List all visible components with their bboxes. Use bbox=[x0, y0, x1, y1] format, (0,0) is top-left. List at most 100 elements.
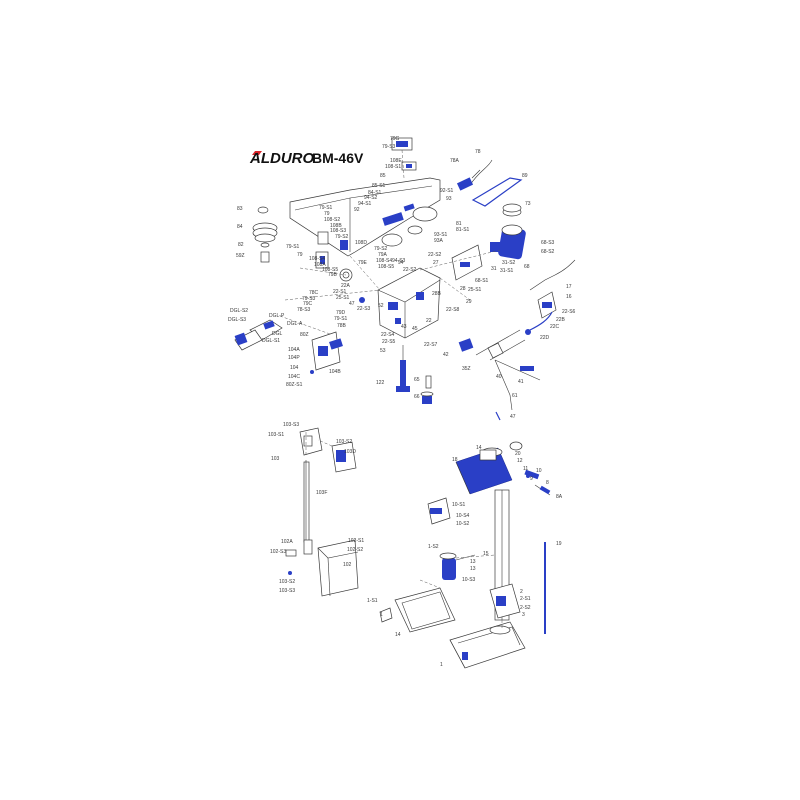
label-47-b: 47 bbox=[510, 414, 516, 420]
label-22s3: 22-S3 bbox=[357, 306, 371, 312]
motor-bracket bbox=[451, 244, 483, 281]
label-108d: 108D bbox=[355, 240, 367, 246]
label-31s2: 31-S2 bbox=[502, 260, 516, 266]
label-59z: 59Z bbox=[236, 253, 245, 259]
label-9: 9 bbox=[530, 476, 533, 482]
label-104b: 104B bbox=[329, 369, 341, 375]
label-dgl: DGL bbox=[272, 331, 283, 337]
rack-collar bbox=[396, 345, 434, 404]
label-104: 104 bbox=[290, 365, 299, 371]
label-108s4: 108-S4 bbox=[309, 256, 325, 262]
label-25s1: 25-S1 bbox=[468, 287, 482, 293]
label-94s2: 94-S2 bbox=[364, 195, 378, 201]
label-68s3: 68-S3 bbox=[541, 240, 555, 246]
label-22s7: 22-S7 bbox=[424, 342, 438, 348]
label-93a: 93A bbox=[434, 238, 444, 244]
column-rack-assembly: 103-S3 103-S1 103-S2 103D 103 103F 102A … bbox=[268, 422, 364, 597]
label-103s2: 103-S2 bbox=[336, 439, 352, 445]
label-25s1-b: 25-S1 bbox=[336, 295, 350, 301]
label-10s4: 10-S4 bbox=[456, 513, 470, 519]
label-83s2: 22-S2 bbox=[428, 252, 442, 258]
label-61: 61 bbox=[512, 393, 518, 399]
head-labels: 79G 79-S3 108E 108-S1 78A 78 89 85 85-S1… bbox=[228, 136, 576, 420]
label-94s3: 94-S3 bbox=[392, 258, 406, 264]
label-22a: 22A bbox=[341, 283, 351, 289]
motor bbox=[490, 224, 526, 260]
label-20: 20 bbox=[515, 451, 521, 457]
label-79b: 79B bbox=[328, 272, 338, 278]
label-dgls2: DGL-S2 bbox=[230, 308, 248, 314]
label-80zs1: 80Z-S1 bbox=[286, 382, 303, 388]
label-1s2: 1-S2 bbox=[428, 544, 439, 550]
label-79e: 79E bbox=[358, 260, 368, 266]
head-assembly: 79G 79-S3 108E 108-S1 78A 78 89 85 85-S1… bbox=[228, 136, 576, 421]
label-102s2: 102-S2 bbox=[347, 547, 363, 553]
label-89: 89 bbox=[522, 173, 528, 179]
label-11: 11 bbox=[523, 466, 528, 472]
label-92: 92 bbox=[354, 207, 360, 213]
label-108s1: 108-S1 bbox=[385, 164, 401, 170]
label-dglp: DGL-P bbox=[269, 313, 285, 319]
label-28b: 28B bbox=[432, 291, 442, 297]
label-45: 45 bbox=[412, 326, 418, 332]
label-dgls3: DGL-S3 bbox=[228, 317, 246, 323]
label-12: 12 bbox=[517, 458, 523, 464]
label-29: 29 bbox=[466, 299, 472, 305]
label-85s1: 85-S1 bbox=[372, 183, 386, 189]
label-41: 41 bbox=[518, 379, 524, 385]
label-19: 19 bbox=[556, 541, 562, 547]
label-108a: 108A bbox=[314, 262, 326, 268]
label-8: 8 bbox=[546, 480, 549, 486]
label-dgls1: DGL-S1 bbox=[262, 338, 280, 344]
label-82: 82 bbox=[238, 242, 244, 248]
label-103s1: 103-S1 bbox=[268, 432, 284, 438]
label-104c: 104C bbox=[288, 374, 300, 380]
label-18: 18 bbox=[452, 457, 458, 463]
label-78c: 78C bbox=[309, 290, 319, 296]
label-10s2: 10-S2 bbox=[456, 521, 470, 527]
label-27: 27 bbox=[433, 260, 439, 266]
label-22s1: 22-S1 bbox=[333, 289, 347, 295]
label-31: 31 bbox=[491, 266, 497, 272]
label-108s4-b: 108-S4 bbox=[376, 258, 392, 264]
label-15: 15 bbox=[483, 551, 489, 557]
label-78: 78 bbox=[475, 149, 481, 155]
label-22s4: 22-S4 bbox=[381, 332, 395, 338]
label-78b: 78B bbox=[337, 323, 347, 329]
label-28: 28 bbox=[460, 286, 466, 292]
table-base-assembly: 14 20 12 18 11 10 9 8 8A 19 10-S1 10-S4 … bbox=[367, 441, 563, 669]
head-casting bbox=[377, 267, 441, 339]
label-94: 94 bbox=[398, 260, 404, 266]
base-labels: 14 20 12 18 11 10 9 8 8A 19 10-S1 10-S4 … bbox=[367, 445, 563, 668]
label-14: 14 bbox=[395, 632, 401, 638]
label-108s5: 108-S5 bbox=[322, 267, 338, 273]
label-10: 10 bbox=[536, 468, 542, 474]
label-2: 2 bbox=[520, 589, 523, 595]
brand-name: ALDURO bbox=[249, 150, 314, 167]
label-102s1: 102-S1 bbox=[348, 538, 364, 544]
label-81: 81 bbox=[456, 221, 462, 227]
label-94s1: 94-S1 bbox=[358, 201, 372, 207]
label-79s1-c: 79-S1 bbox=[334, 316, 348, 322]
label-79g: 79G bbox=[390, 136, 400, 142]
label-102s3: 102-S3 bbox=[270, 549, 286, 555]
label-35z: 35Z bbox=[462, 366, 471, 372]
label-84s1: 84-S1 bbox=[368, 190, 382, 196]
dgl-assembly bbox=[234, 315, 331, 351]
label-108s3: 108-S3 bbox=[330, 228, 346, 234]
label-13: 13 bbox=[470, 559, 476, 565]
label-79: 79 bbox=[324, 211, 330, 217]
switch-plate bbox=[310, 331, 343, 374]
label-68s1: 68-S1 bbox=[475, 278, 489, 284]
brand-logo-mark bbox=[252, 151, 262, 155]
label-122: 122 bbox=[376, 380, 385, 386]
switch-box bbox=[391, 137, 417, 179]
label-85: 85 bbox=[380, 173, 386, 179]
label-14-top: 14 bbox=[476, 445, 482, 451]
label-13-b: 13 bbox=[470, 566, 476, 572]
label-53: 53 bbox=[380, 348, 386, 354]
label-16: 16 bbox=[566, 294, 572, 300]
label-78s3: 78-S3 bbox=[297, 307, 311, 313]
quill-assembly bbox=[458, 329, 541, 421]
